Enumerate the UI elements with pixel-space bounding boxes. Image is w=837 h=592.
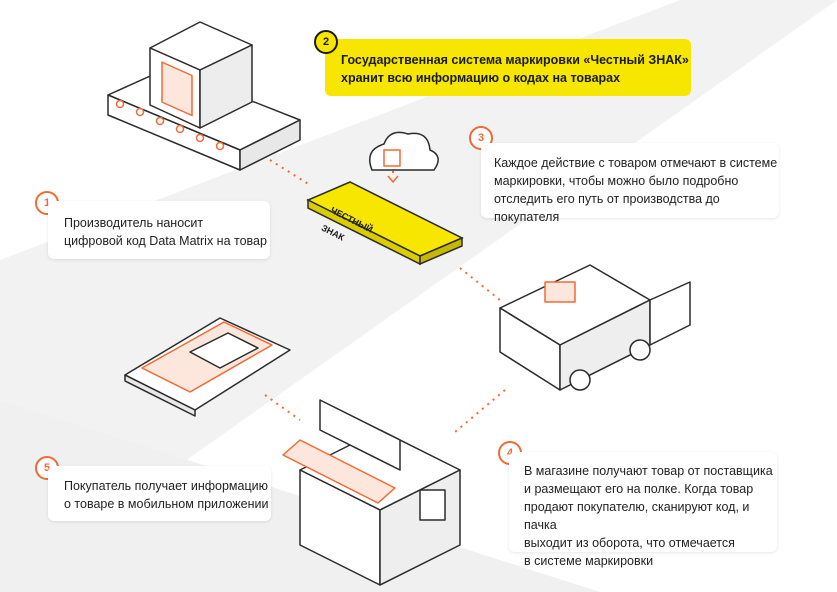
step-3-text: Каждое действие с товаром отмечают в сис… <box>494 156 778 224</box>
shop-icon <box>282 399 461 586</box>
step-4-text: В магазине получают товар от поставщика … <box>524 464 773 568</box>
cloud-qr-icon <box>369 131 439 184</box>
step-1-text: Производитель наносит цифровой код Data … <box>64 216 267 248</box>
truck-icon <box>499 264 691 391</box>
step-4-callout: В магазине получают товар от поставщика … <box>509 452 777 568</box>
step-2-badge: 2 <box>314 30 338 54</box>
step-5-callout: Покупатель получает информацию о товаре … <box>48 466 271 521</box>
step-3-badge: 3 <box>469 126 493 150</box>
step-3-callout: Каждое действие с товаром отмечают в сис… <box>481 143 779 224</box>
step-1-callout: Производитель наносит цифровой код Data … <box>48 201 270 259</box>
phone-qr-icon <box>124 317 291 417</box>
step-2-text: Государственная система маркировки «Чест… <box>341 53 689 85</box>
conveyor-box-icon <box>107 21 301 171</box>
step-2-callout: Государственная система маркировки «Чест… <box>325 39 691 96</box>
scanner-device-icon <box>306 181 464 266</box>
step-5-text: Покупатель получает информацию о товаре … <box>64 479 269 511</box>
